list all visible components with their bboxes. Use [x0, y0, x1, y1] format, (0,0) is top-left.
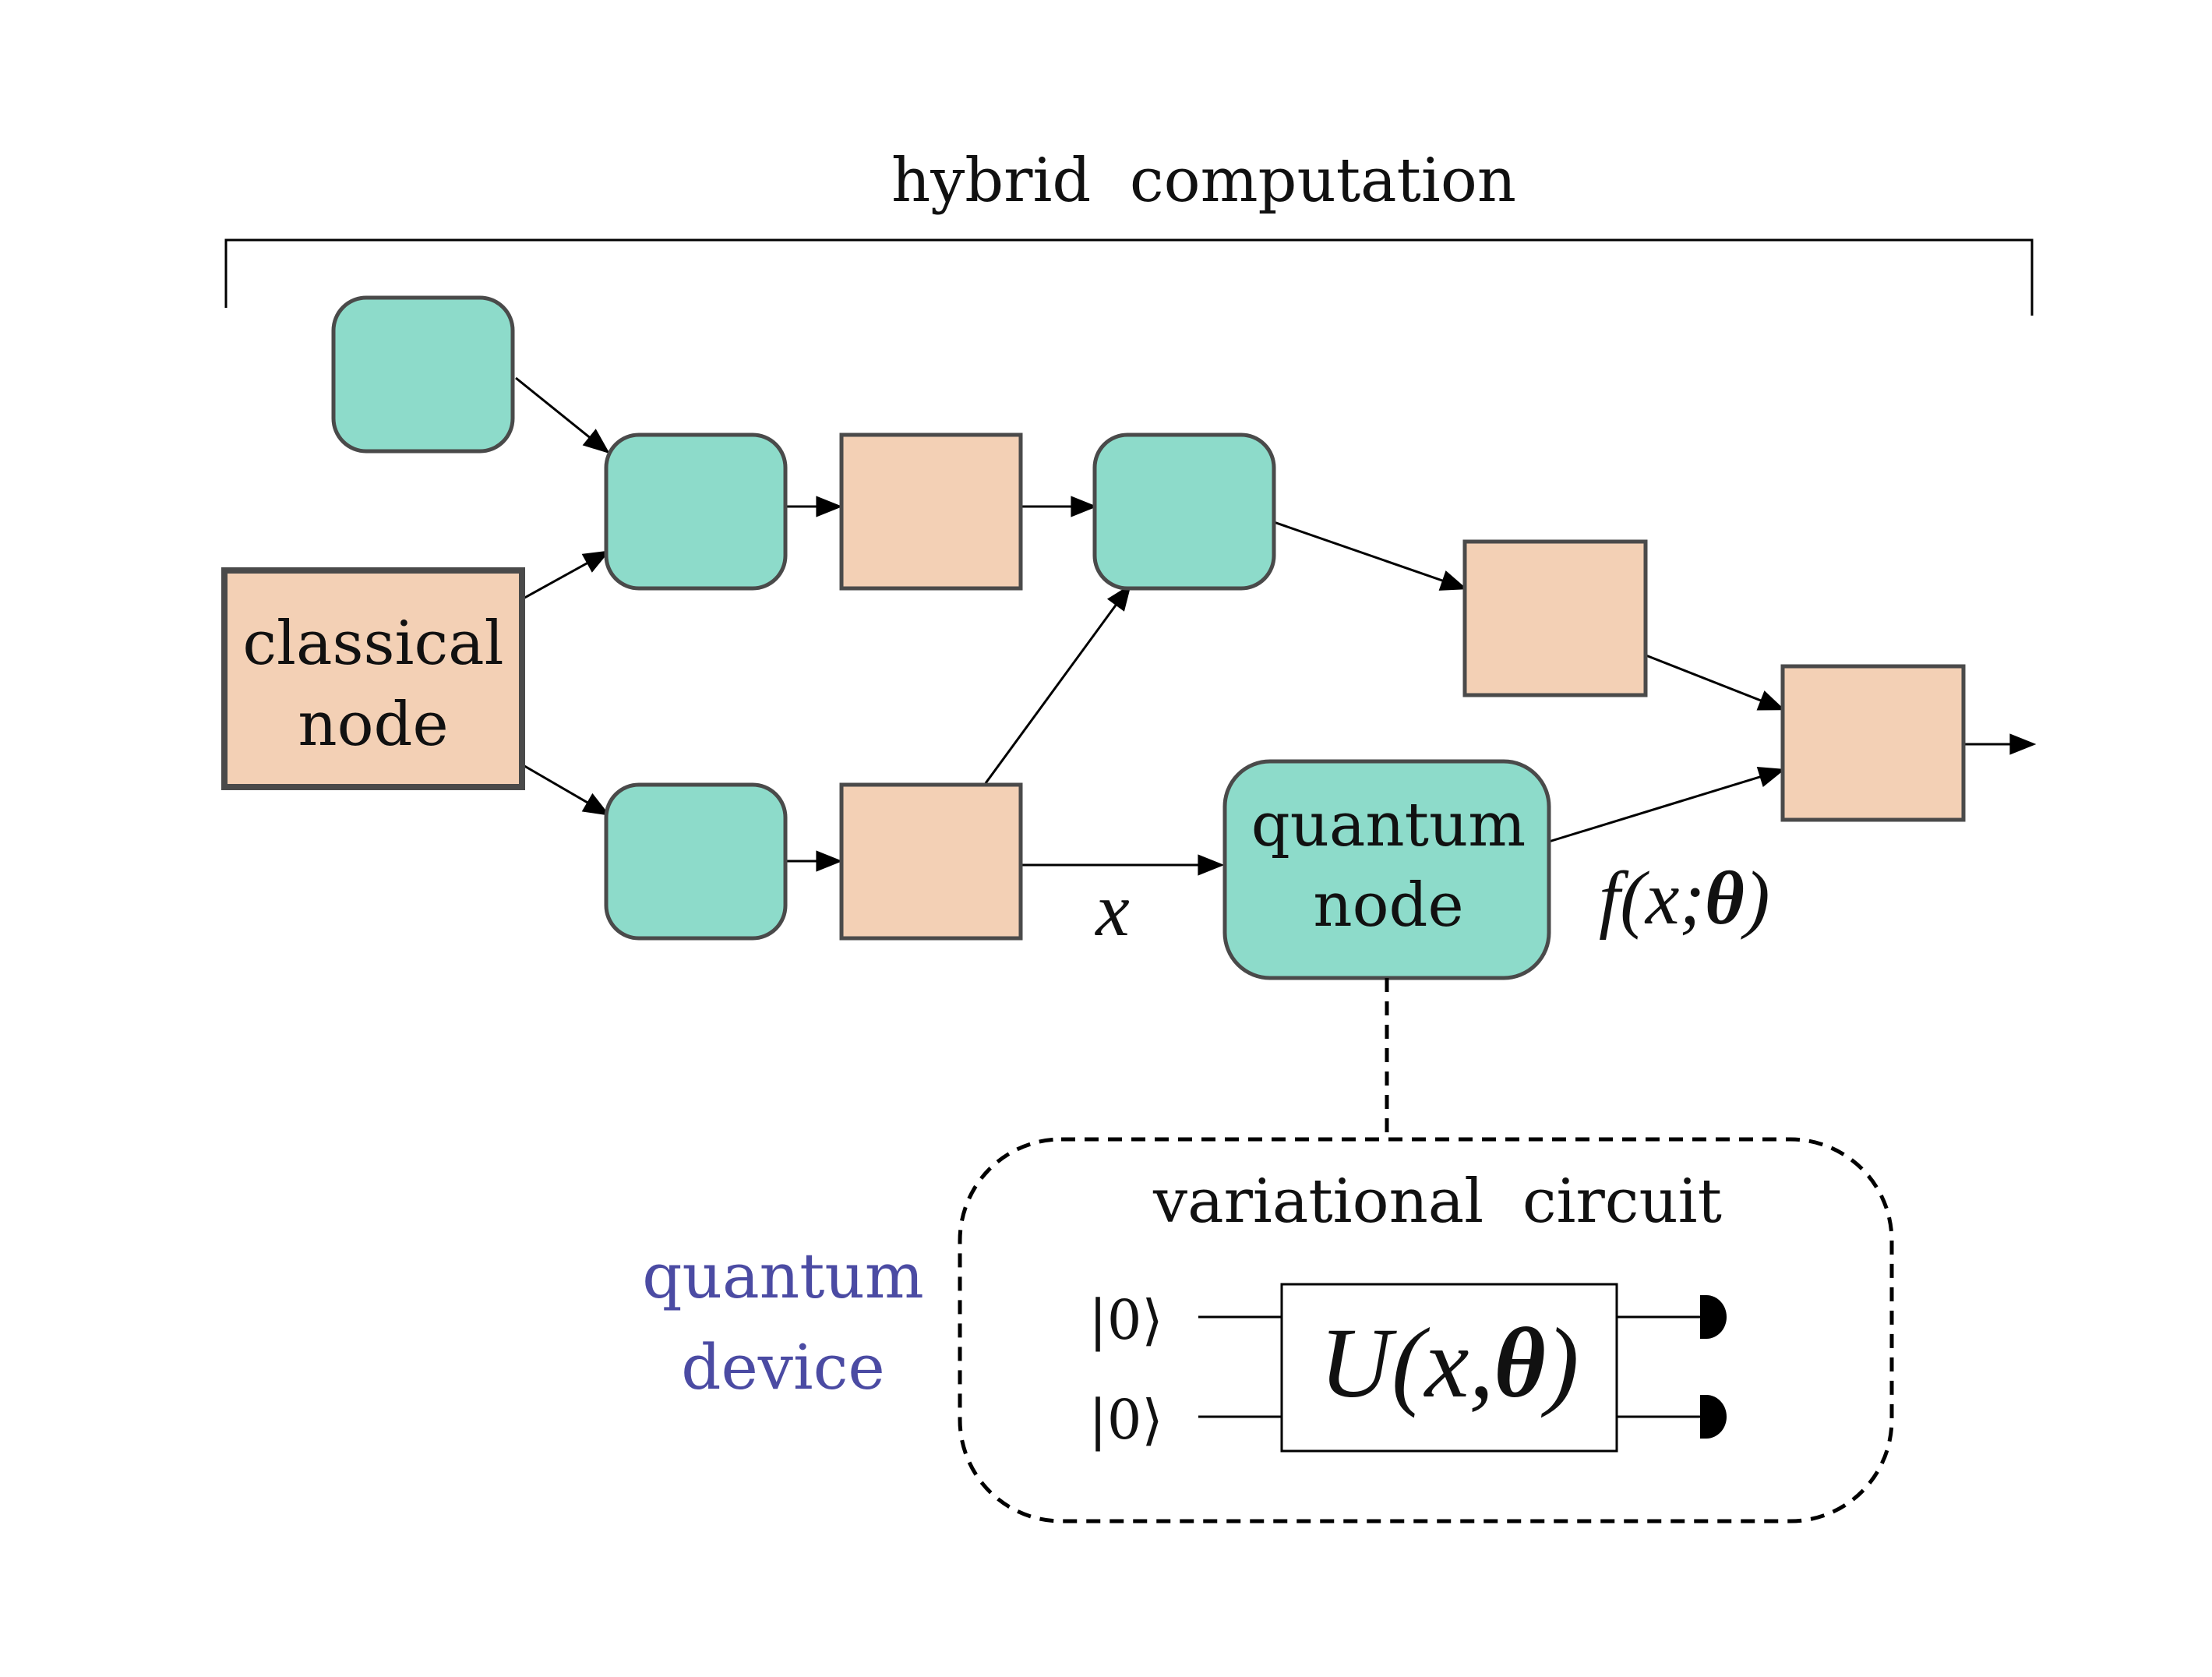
- edges: [515, 376, 2037, 876]
- classical-node-box: [221, 567, 525, 790]
- edge-quantum-node-to-output: [1548, 766, 1786, 843]
- classical-node: classical node: [221, 567, 525, 790]
- classical-node-square-output: [1780, 664, 1966, 822]
- quantum-node-lower-left: [604, 782, 788, 941]
- edge-far-square-to-output: [1643, 653, 1786, 711]
- edge-right-node-to-far-square: [1273, 521, 1468, 591]
- quantum-device-label-line1: quantum: [642, 1240, 923, 1312]
- edge-lower-square-to-right-node: [984, 584, 1132, 784]
- quantum-node-top: [331, 295, 515, 454]
- variational-circuit-title: variational circuit: [1152, 1167, 1722, 1237]
- classical-node-label-line1: classical: [242, 609, 503, 679]
- quantum-node-mid-left: [604, 432, 788, 591]
- quantum-device-panel: variational circuit |0⟩ |0⟩ U(x,θ): [958, 1137, 1894, 1523]
- quantum-node: quantum node: [1222, 759, 1551, 980]
- edge-classical-to-mid-node: [520, 550, 610, 602]
- input-label-x: x: [1094, 868, 1130, 952]
- quantum-node-mid-right: [1092, 432, 1276, 591]
- output-label-f-x-theta: f(x;θ): [1599, 856, 1770, 941]
- unitary-theta: θ: [1494, 1308, 1545, 1418]
- quantum-device-label-line2: device: [681, 1331, 884, 1403]
- quantum-node-label-line2: node: [1313, 870, 1463, 941]
- qubit-label-1: |0⟩: [1088, 1288, 1162, 1352]
- edge-top-node-to-mid-node: [515, 376, 610, 454]
- measurement-icon-1: [1700, 1295, 1727, 1339]
- unitary-args: (x,: [1392, 1308, 1494, 1418]
- output-label-close: ): [1741, 856, 1770, 941]
- unitary-gate-box: [1280, 1283, 1618, 1453]
- diagram-title: hybrid computation: [891, 146, 1516, 216]
- edge-classical-to-lower-node: [520, 762, 610, 816]
- classical-node-square-mid: [839, 432, 1023, 591]
- classical-node-square-lower: [839, 782, 1023, 941]
- unitary-gate-label: U(x,θ): [1320, 1308, 1579, 1418]
- measurement-icon-2: [1700, 1395, 1727, 1439]
- qubit-label-2: |0⟩: [1088, 1388, 1162, 1452]
- hybrid-computation-bracket: [224, 238, 2034, 316]
- classical-node-square-far: [1462, 539, 1648, 697]
- unitary-close: ): [1540, 1308, 1579, 1418]
- output-label-args: (x;: [1620, 856, 1705, 941]
- classical-node-label-line2: node: [298, 690, 448, 760]
- device-panel-box: [958, 1137, 1894, 1523]
- quantum-node-label-line1: quantum: [1251, 790, 1526, 860]
- output-label-theta: θ: [1705, 856, 1745, 941]
- unitary-symbol: U: [1320, 1308, 1398, 1418]
